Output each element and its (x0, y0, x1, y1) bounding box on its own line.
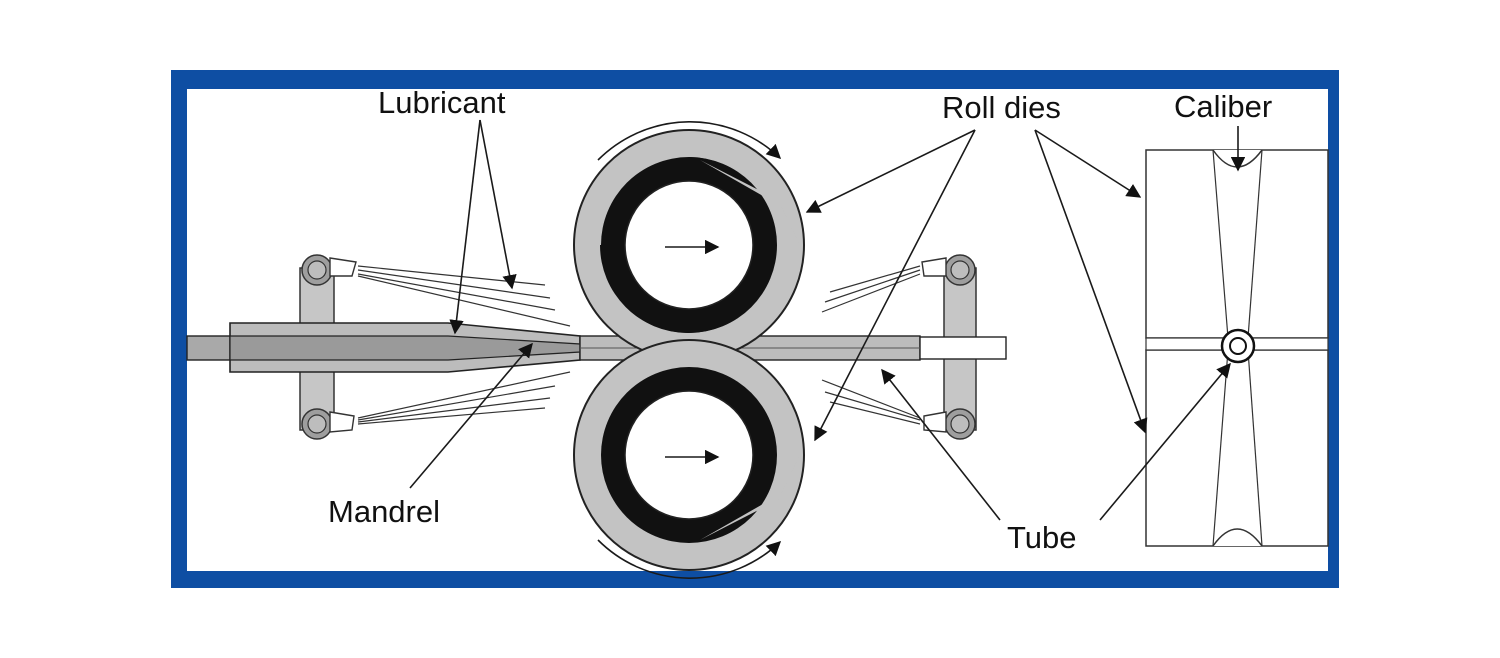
label-tube: Tube (1007, 520, 1077, 555)
label-mandrel: Mandrel (328, 494, 440, 529)
leader-lines (409, 119, 1246, 521)
mandrel-tube (186, 322, 1007, 373)
label-caliber: Caliber (1174, 89, 1272, 124)
upper-roll-die (573, 121, 805, 361)
label-lubricant: Lubricant (378, 85, 506, 120)
lower-roll-die (573, 339, 805, 579)
caliber-view (1145, 149, 1329, 547)
right-spray (821, 265, 921, 425)
label-roll-dies: Roll dies (942, 90, 1061, 125)
